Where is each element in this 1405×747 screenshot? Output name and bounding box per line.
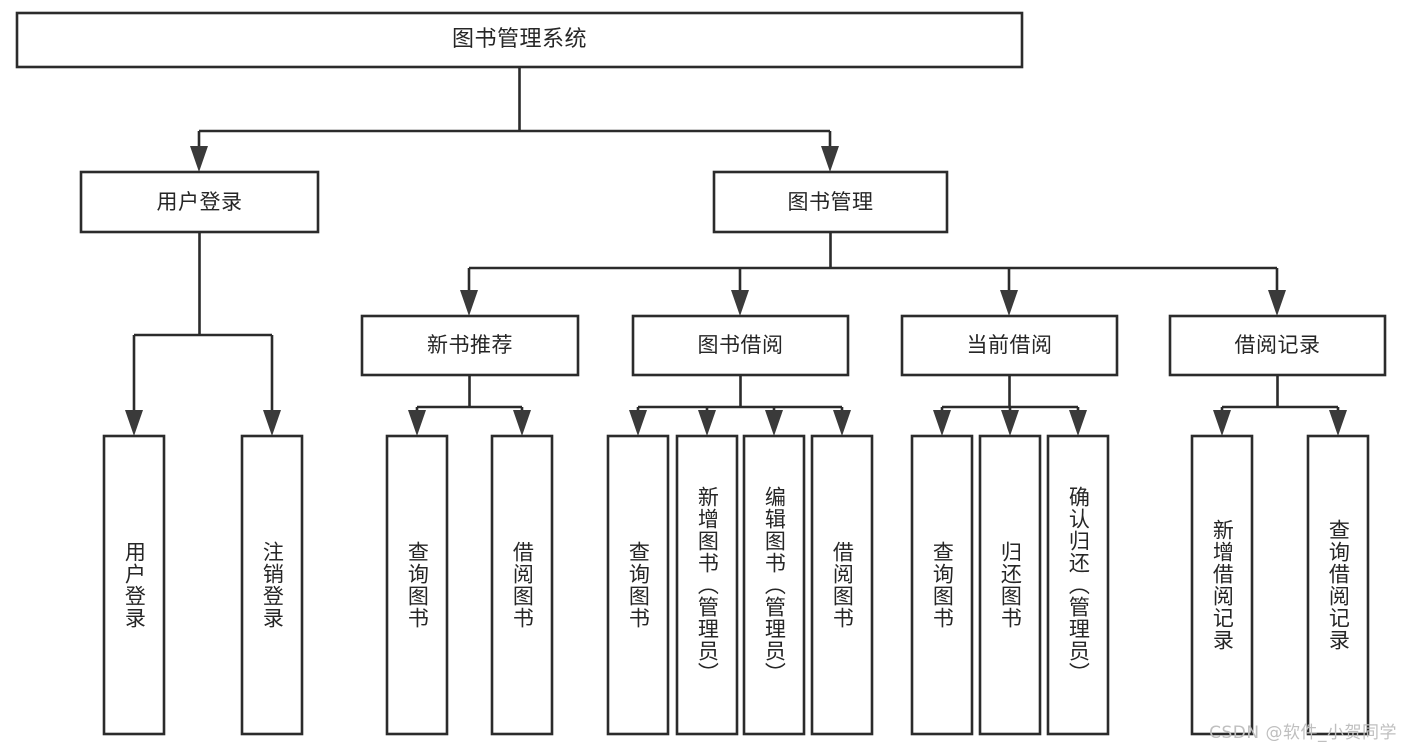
node-box-leaf-bb-edit-book[interactable] [742,434,806,736]
node-box-borrow-record[interactable] [1168,314,1387,377]
arrow-head-book-borrow [731,290,749,316]
watermark-text: CSDN @软件_小贺同学 [1209,723,1397,743]
arrow-head-bb-borrow [833,410,851,436]
connector-group-new-book [408,375,531,436]
connector-group-book-borrow [629,375,851,436]
connector-group-user-login [125,232,281,436]
node-box-current-borrow[interactable] [900,314,1119,377]
node-box-leaf-cb-return-book[interactable] [978,434,1042,736]
arrow-head-cb-confirm [1069,410,1087,436]
node-box-leaf-logout-login[interactable] [240,434,304,736]
connector-group-borrow-record [1213,375,1347,436]
arrow-head-cb-return [1001,410,1019,436]
connector-group-current-borrow [933,375,1087,436]
arrow-head-leaf-user-login [125,410,143,436]
arrow-head-br-add [1213,410,1231,436]
node-box-leaf-br-add-record[interactable] [1190,434,1254,736]
arrow-head-br-query [1329,410,1347,436]
arrow-head-user-login [190,146,208,172]
arrow-head-book-manage [821,146,839,172]
node-box-leaf-user-login[interactable] [102,434,166,736]
arrow-head-bb-edit [765,410,783,436]
node-box-leaf-bb-add-book[interactable] [675,434,739,736]
node-box-leaf-cb-confirm-return[interactable] [1046,434,1110,736]
node-box-leaf-br-query-record[interactable] [1306,434,1370,736]
node-box-leaf-bb-query-book[interactable] [606,434,670,736]
arrow-head-nb-borrow [513,410,531,436]
node-box-leaf-bb-borrow-book[interactable] [810,434,874,736]
node-box-leaf-nb-borrow-book[interactable] [490,434,554,736]
node-box-book-manage[interactable] [712,170,949,234]
node-box-book-borrow[interactable] [631,314,850,377]
node-box-leaf-nb-query-book[interactable] [385,434,449,736]
connector-group-root [190,67,839,172]
arrow-head-current-borrow [1000,290,1018,316]
arrow-head-new-book [460,290,478,316]
arrow-head-borrow-record [1268,290,1286,316]
arrow-head-nb-query [408,410,426,436]
node-box-root[interactable] [15,11,1024,69]
node-box-user-login[interactable] [79,170,320,234]
connector-group-book-manage [460,232,1286,316]
arrow-head-cb-query [933,410,951,436]
node-box-leaf-cb-query-book[interactable] [910,434,974,736]
node-box-new-book-recommend[interactable] [360,314,580,377]
arrow-head-leaf-logout [263,410,281,436]
arrow-head-bb-query [629,410,647,436]
arrow-head-bb-add [698,410,716,436]
